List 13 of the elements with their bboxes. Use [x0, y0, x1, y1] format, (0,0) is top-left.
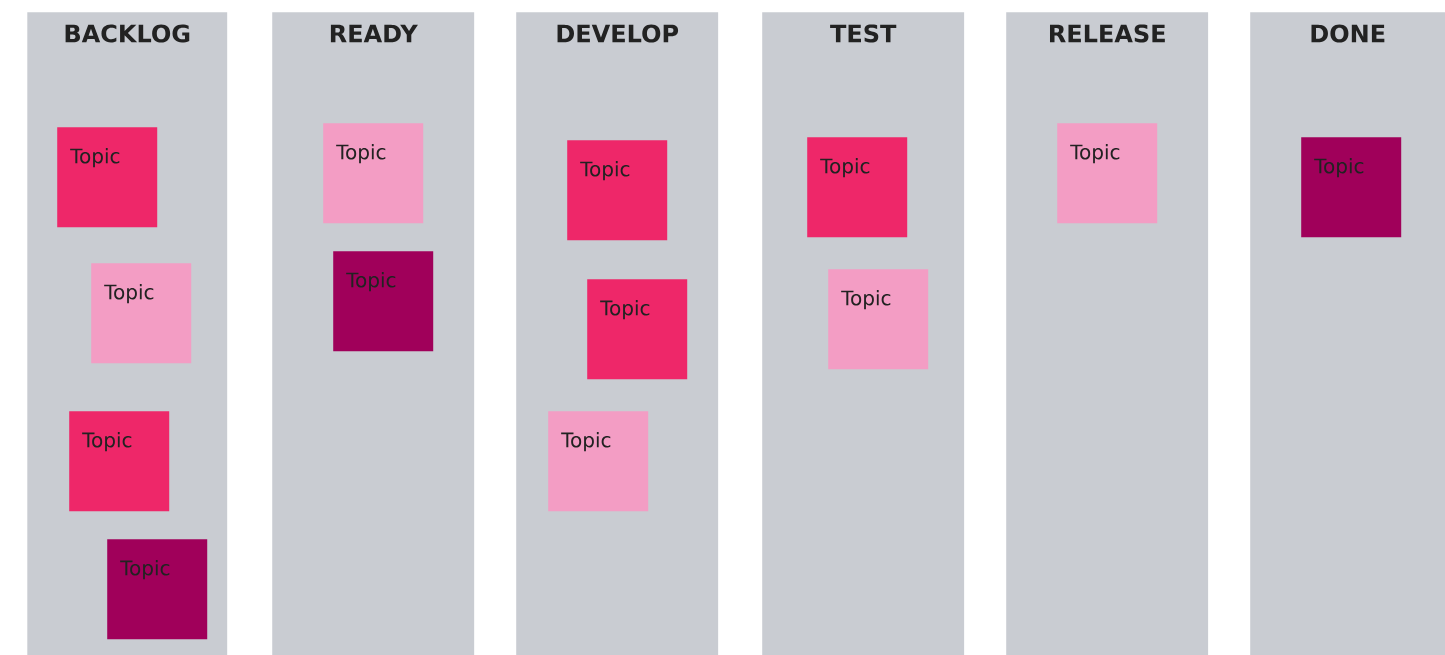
sticky-note: Topic — [1057, 123, 1158, 224]
sticky-note: Topic — [57, 127, 158, 228]
sticky-note: Topic — [333, 251, 434, 352]
sticky-note: Topic — [807, 137, 908, 238]
sticky-note: Topic — [1301, 137, 1402, 238]
sticky-note: Topic — [107, 539, 208, 640]
sticky-note: Topic — [323, 123, 424, 224]
sticky-note: Topic — [548, 411, 649, 512]
sticky-note: Topic — [587, 279, 688, 380]
sticky-note: Topic — [567, 140, 668, 241]
sticky-note: Topic — [91, 263, 192, 364]
sticky-note: Topic — [828, 269, 929, 370]
sticky-note: Topic — [69, 411, 170, 512]
